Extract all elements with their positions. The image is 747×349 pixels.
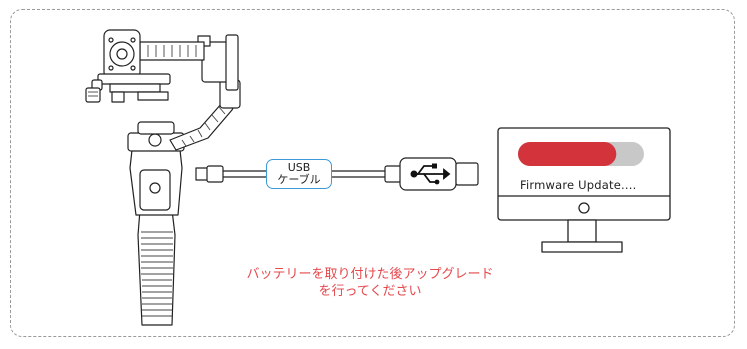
usb-label-line2: ケーブル <box>277 173 321 186</box>
instruction-text: バッテリーを取り付けた後アップグレード を行ってください <box>190 266 550 300</box>
usb-icon <box>410 163 451 185</box>
progress-bar <box>518 142 644 166</box>
firmware-update-text: Firmware Update.... <box>520 178 637 192</box>
instruction-line2: を行ってください <box>318 284 422 299</box>
usb-label-line1: USB <box>287 161 311 174</box>
progress-fill <box>518 142 617 166</box>
usb-cable-label: USB ケーブル <box>266 159 332 189</box>
gimbal-stabilizer-icon <box>85 29 241 326</box>
instruction-line1: バッテリーを取り付けた後アップグレード <box>246 267 494 282</box>
dashed-frame <box>10 9 735 337</box>
